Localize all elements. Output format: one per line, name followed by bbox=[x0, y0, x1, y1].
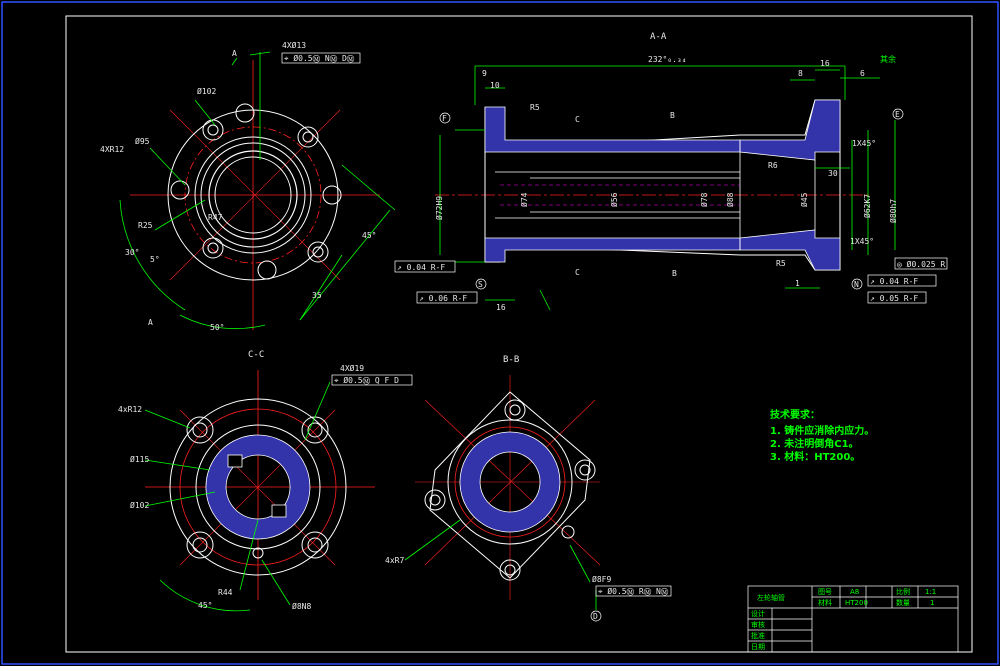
tol-frame-3: ◎ Ø0.025 R bbox=[897, 259, 945, 269]
dim-d56: Ø56 bbox=[609, 192, 619, 207]
section-cc-view bbox=[144, 370, 375, 612]
cc-d8: Ø8N8 bbox=[292, 601, 311, 611]
dim-45deg: 45° bbox=[362, 231, 376, 240]
section-b-top: B bbox=[670, 111, 675, 120]
tb-material: HT200 bbox=[845, 599, 868, 607]
dim-9: 9 bbox=[482, 69, 487, 78]
tech-item-3: 3. 材料：HT200。 bbox=[770, 450, 860, 463]
dim-232: 232°₀.₃₄ bbox=[648, 55, 687, 64]
dim-d80: Ø80h7 bbox=[888, 199, 898, 223]
dim-r25: R25 bbox=[138, 221, 153, 230]
dim-35: 35 bbox=[312, 291, 322, 300]
dim-16b: 16 bbox=[496, 303, 506, 312]
tb-row-date: 日期 bbox=[751, 643, 765, 651]
tb-material-label: 材料 bbox=[818, 598, 832, 607]
tol-frame-2: ↗ 0.06 R-F bbox=[419, 294, 467, 303]
dim-d78: Ø78 bbox=[699, 192, 709, 207]
front-section-ref: A bbox=[232, 49, 237, 58]
dim-a30: 30° bbox=[125, 248, 139, 257]
dim-1: 1 bbox=[795, 279, 800, 288]
dim-d74: Ø74 bbox=[519, 192, 529, 207]
dim-a5: 5° bbox=[150, 255, 160, 264]
bb-datum-d: D bbox=[593, 612, 598, 621]
cc-r44: R44 bbox=[218, 588, 233, 597]
cc-a45: 45° bbox=[198, 601, 212, 610]
section-aa-view bbox=[435, 65, 896, 311]
dim-r5b: R5 bbox=[776, 259, 786, 268]
section-cc-title: C-C bbox=[248, 350, 264, 360]
datum-e: E bbox=[895, 110, 900, 119]
tb-qty: 1 bbox=[930, 599, 934, 607]
tb-row-approve: 批准 bbox=[751, 631, 765, 640]
section-c-bottom: C bbox=[575, 268, 580, 277]
dim-d88: Ø88 bbox=[725, 192, 735, 207]
section-b-bottom: B bbox=[672, 269, 677, 278]
tech-heading: 技术要求： bbox=[770, 408, 820, 421]
tb-scale: 1:1 bbox=[925, 588, 936, 596]
inner-border bbox=[65, 15, 973, 653]
dim-d72: Ø72H9 bbox=[434, 196, 444, 220]
tb-qty-label: 数量 bbox=[896, 598, 910, 607]
datum-f: F bbox=[442, 114, 447, 123]
cc-holes: 4XØ19 bbox=[340, 363, 364, 373]
section-c-top: C bbox=[575, 115, 580, 124]
tb-drawing-no: A8 bbox=[850, 588, 859, 596]
section-bb-title: B-B bbox=[503, 355, 519, 365]
bb-d8f9: Ø8F9 bbox=[592, 574, 611, 584]
chamfer-2: 1X45° bbox=[850, 237, 874, 246]
datum-n: N bbox=[854, 280, 859, 289]
tol-frame-4: ↗ 0.04 R-F bbox=[870, 277, 918, 286]
dim-r5a: R5 bbox=[530, 103, 540, 112]
dim-6: 6 bbox=[860, 69, 865, 78]
front-view bbox=[119, 51, 396, 330]
front-section-ref-2: A bbox=[148, 318, 153, 327]
datum-s: S bbox=[478, 280, 483, 289]
tech-item-2: 2. 未注明倒角C1。 bbox=[770, 437, 859, 450]
cc-tol-frame: ⌖ Ø0.5Ⓜ Q F D bbox=[334, 375, 399, 385]
front-tol-frame: ⌖ Ø0.5Ⓜ NⓂ DⓂ bbox=[284, 53, 355, 63]
title-block bbox=[747, 585, 959, 653]
section-bb-view bbox=[404, 375, 601, 610]
tb-scale-label: 比例 bbox=[896, 587, 910, 596]
dim-16: 16 bbox=[820, 59, 830, 68]
dim-8: 8 bbox=[798, 69, 803, 78]
tech-item-1: 1. 铸件应消除内应力。 bbox=[770, 424, 874, 437]
dim-d95: Ø95 bbox=[135, 136, 150, 146]
dim-r47: R47 bbox=[208, 213, 223, 222]
tb-row-design: 设计 bbox=[751, 609, 765, 618]
tb-row-review: 审核 bbox=[751, 620, 765, 629]
chamfer-1: 1X45° bbox=[852, 139, 876, 148]
cc-d102: Ø102 bbox=[130, 500, 149, 510]
cc-r12: 4xR12 bbox=[118, 405, 142, 414]
cc-d115: Ø115 bbox=[130, 454, 149, 464]
tb-name: 左轮轴管 bbox=[757, 593, 785, 602]
bb-r7: 4xR7 bbox=[385, 556, 404, 565]
dim-d102: Ø102 bbox=[197, 86, 216, 96]
dim-30: 30 bbox=[828, 169, 838, 178]
dim-d62: Ø62K7 bbox=[862, 194, 872, 218]
dim-d45: Ø45 bbox=[799, 192, 809, 207]
dim-10: 10 bbox=[490, 81, 500, 90]
bb-tol-frame: ⌖ Ø0.5Ⓜ RⓂ NⓂ bbox=[598, 586, 669, 596]
dim-r6: R6 bbox=[768, 161, 778, 170]
section-aa-title: A-A bbox=[650, 32, 667, 42]
dim-a50: 50° bbox=[210, 323, 224, 332]
tol-frame-1: ↗ 0.04 R-F bbox=[397, 263, 445, 272]
tol-frame-5: ↗ 0.05 R-F bbox=[870, 294, 918, 303]
dim-r12: 4XR12 bbox=[100, 145, 124, 154]
front-holes-label: 4XØ13 bbox=[282, 40, 306, 50]
surface-note: 其余 bbox=[880, 54, 896, 64]
tb-drawing-no-label: 图号 bbox=[818, 588, 832, 596]
